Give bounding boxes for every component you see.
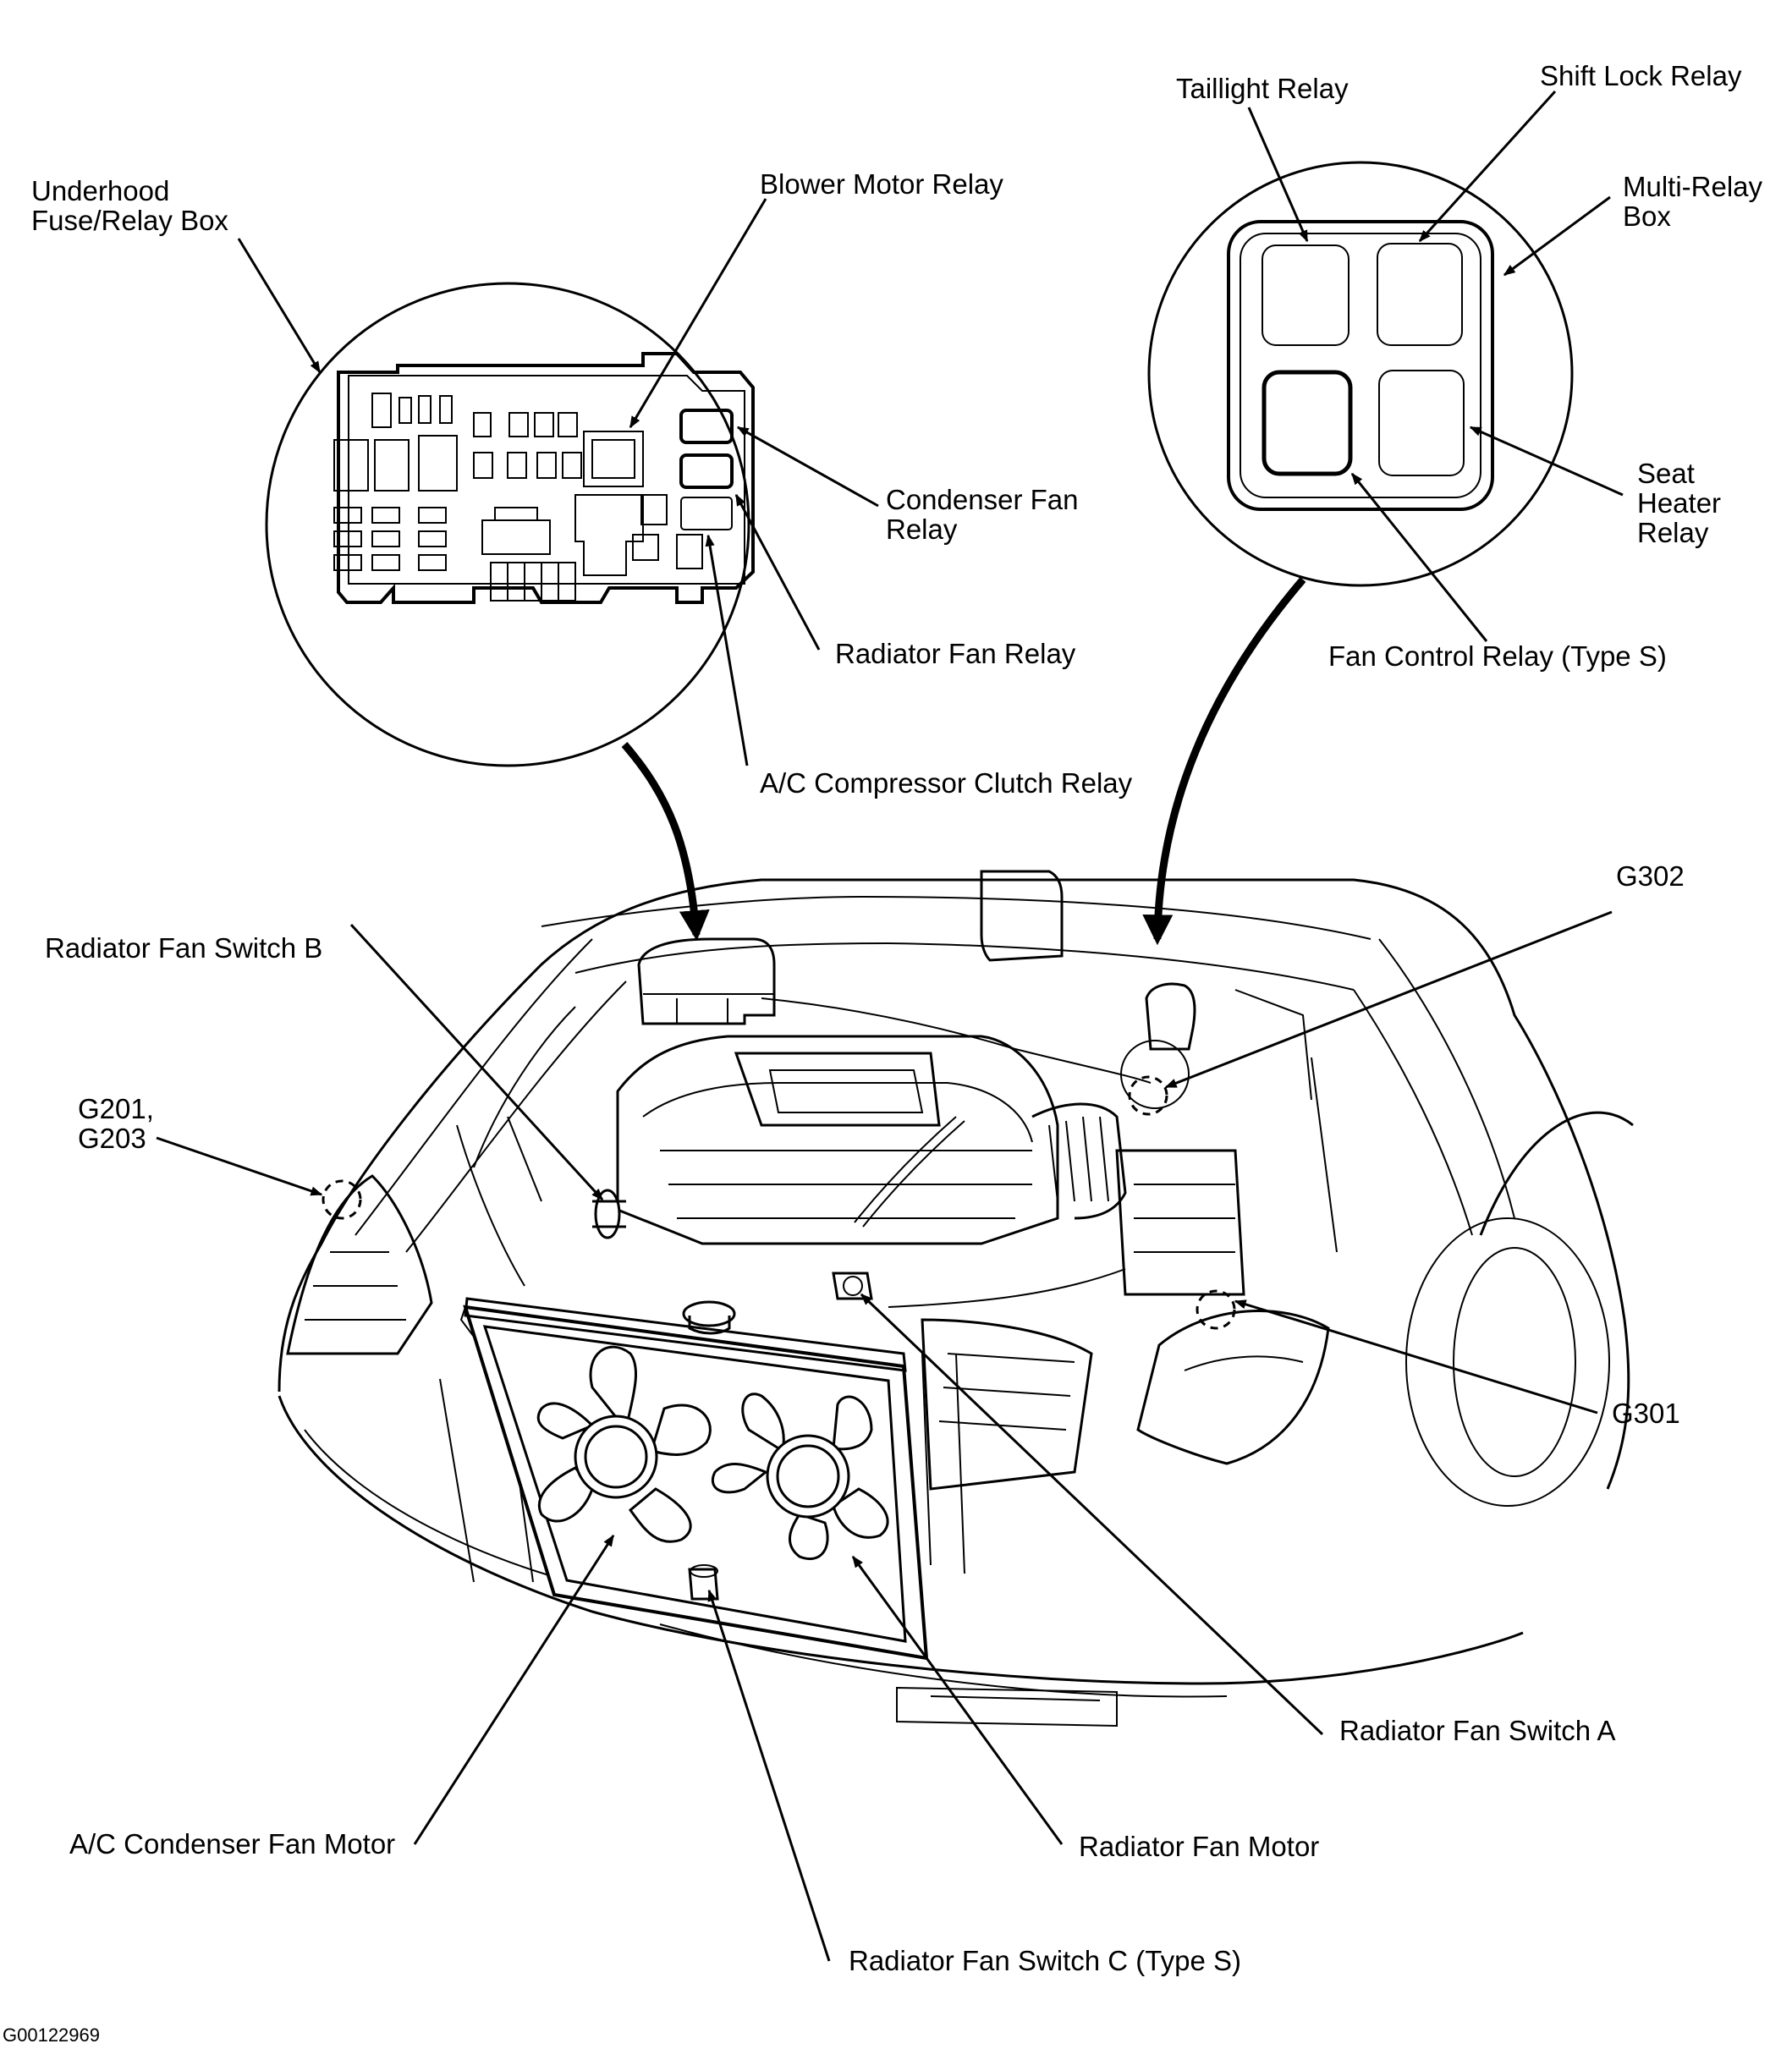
label-radiator-fan-motor: Radiator Fan Motor: [1079, 1831, 1320, 1862]
underhood-box-outline: [337, 352, 755, 604]
vehicle-front: [278, 870, 1634, 1728]
label-radiator-fan-relay: Radiator Fan Relay: [835, 638, 1076, 669]
label-radiator-fan-switch-a: Radiator Fan Switch A: [1339, 1715, 1616, 1746]
g302-ground-marker: [1128, 1075, 1168, 1116]
label-ac-condenser-fan-motor: A/C Condenser Fan Motor: [69, 1828, 396, 1859]
label-radiator-fan-switch-b: Radiator Fan Switch B: [45, 932, 323, 964]
multi-relay-inset: [1147, 161, 1574, 587]
underhood-inset-circle: [265, 282, 750, 767]
label-g201-g203: G201,G203: [78, 1093, 154, 1154]
g301-ground-marker: [1196, 1289, 1236, 1330]
label-g302: G302: [1616, 860, 1685, 892]
leader-lines: [156, 90, 1624, 1962]
radiator-assembly: [459, 1189, 929, 1661]
label-fan-control-relay: Fan Control Relay (Type S): [1328, 640, 1667, 672]
g201-g203-ground-marker: [322, 1179, 362, 1220]
label-ac-compressor-clutch-relay: A/C Compressor Clutch Relay: [760, 767, 1133, 799]
inset-arrows: [621, 577, 1306, 946]
label-radiator-fan-switch-c: Radiator Fan Switch C (Type S): [849, 1945, 1241, 1976]
ground-points: [322, 1075, 1236, 1330]
figure-code: G00122969: [3, 2024, 100, 2046]
label-shift-lock-relay: Shift Lock Relay: [1540, 60, 1742, 91]
label-blower-motor-relay: Blower Motor Relay: [760, 168, 1003, 200]
label-taillight-relay: Taillight Relay: [1176, 73, 1349, 104]
label-g301: G301: [1612, 1398, 1680, 1429]
underhood-inset: [265, 282, 755, 767]
multi-relay-inset-circle: [1147, 161, 1574, 587]
